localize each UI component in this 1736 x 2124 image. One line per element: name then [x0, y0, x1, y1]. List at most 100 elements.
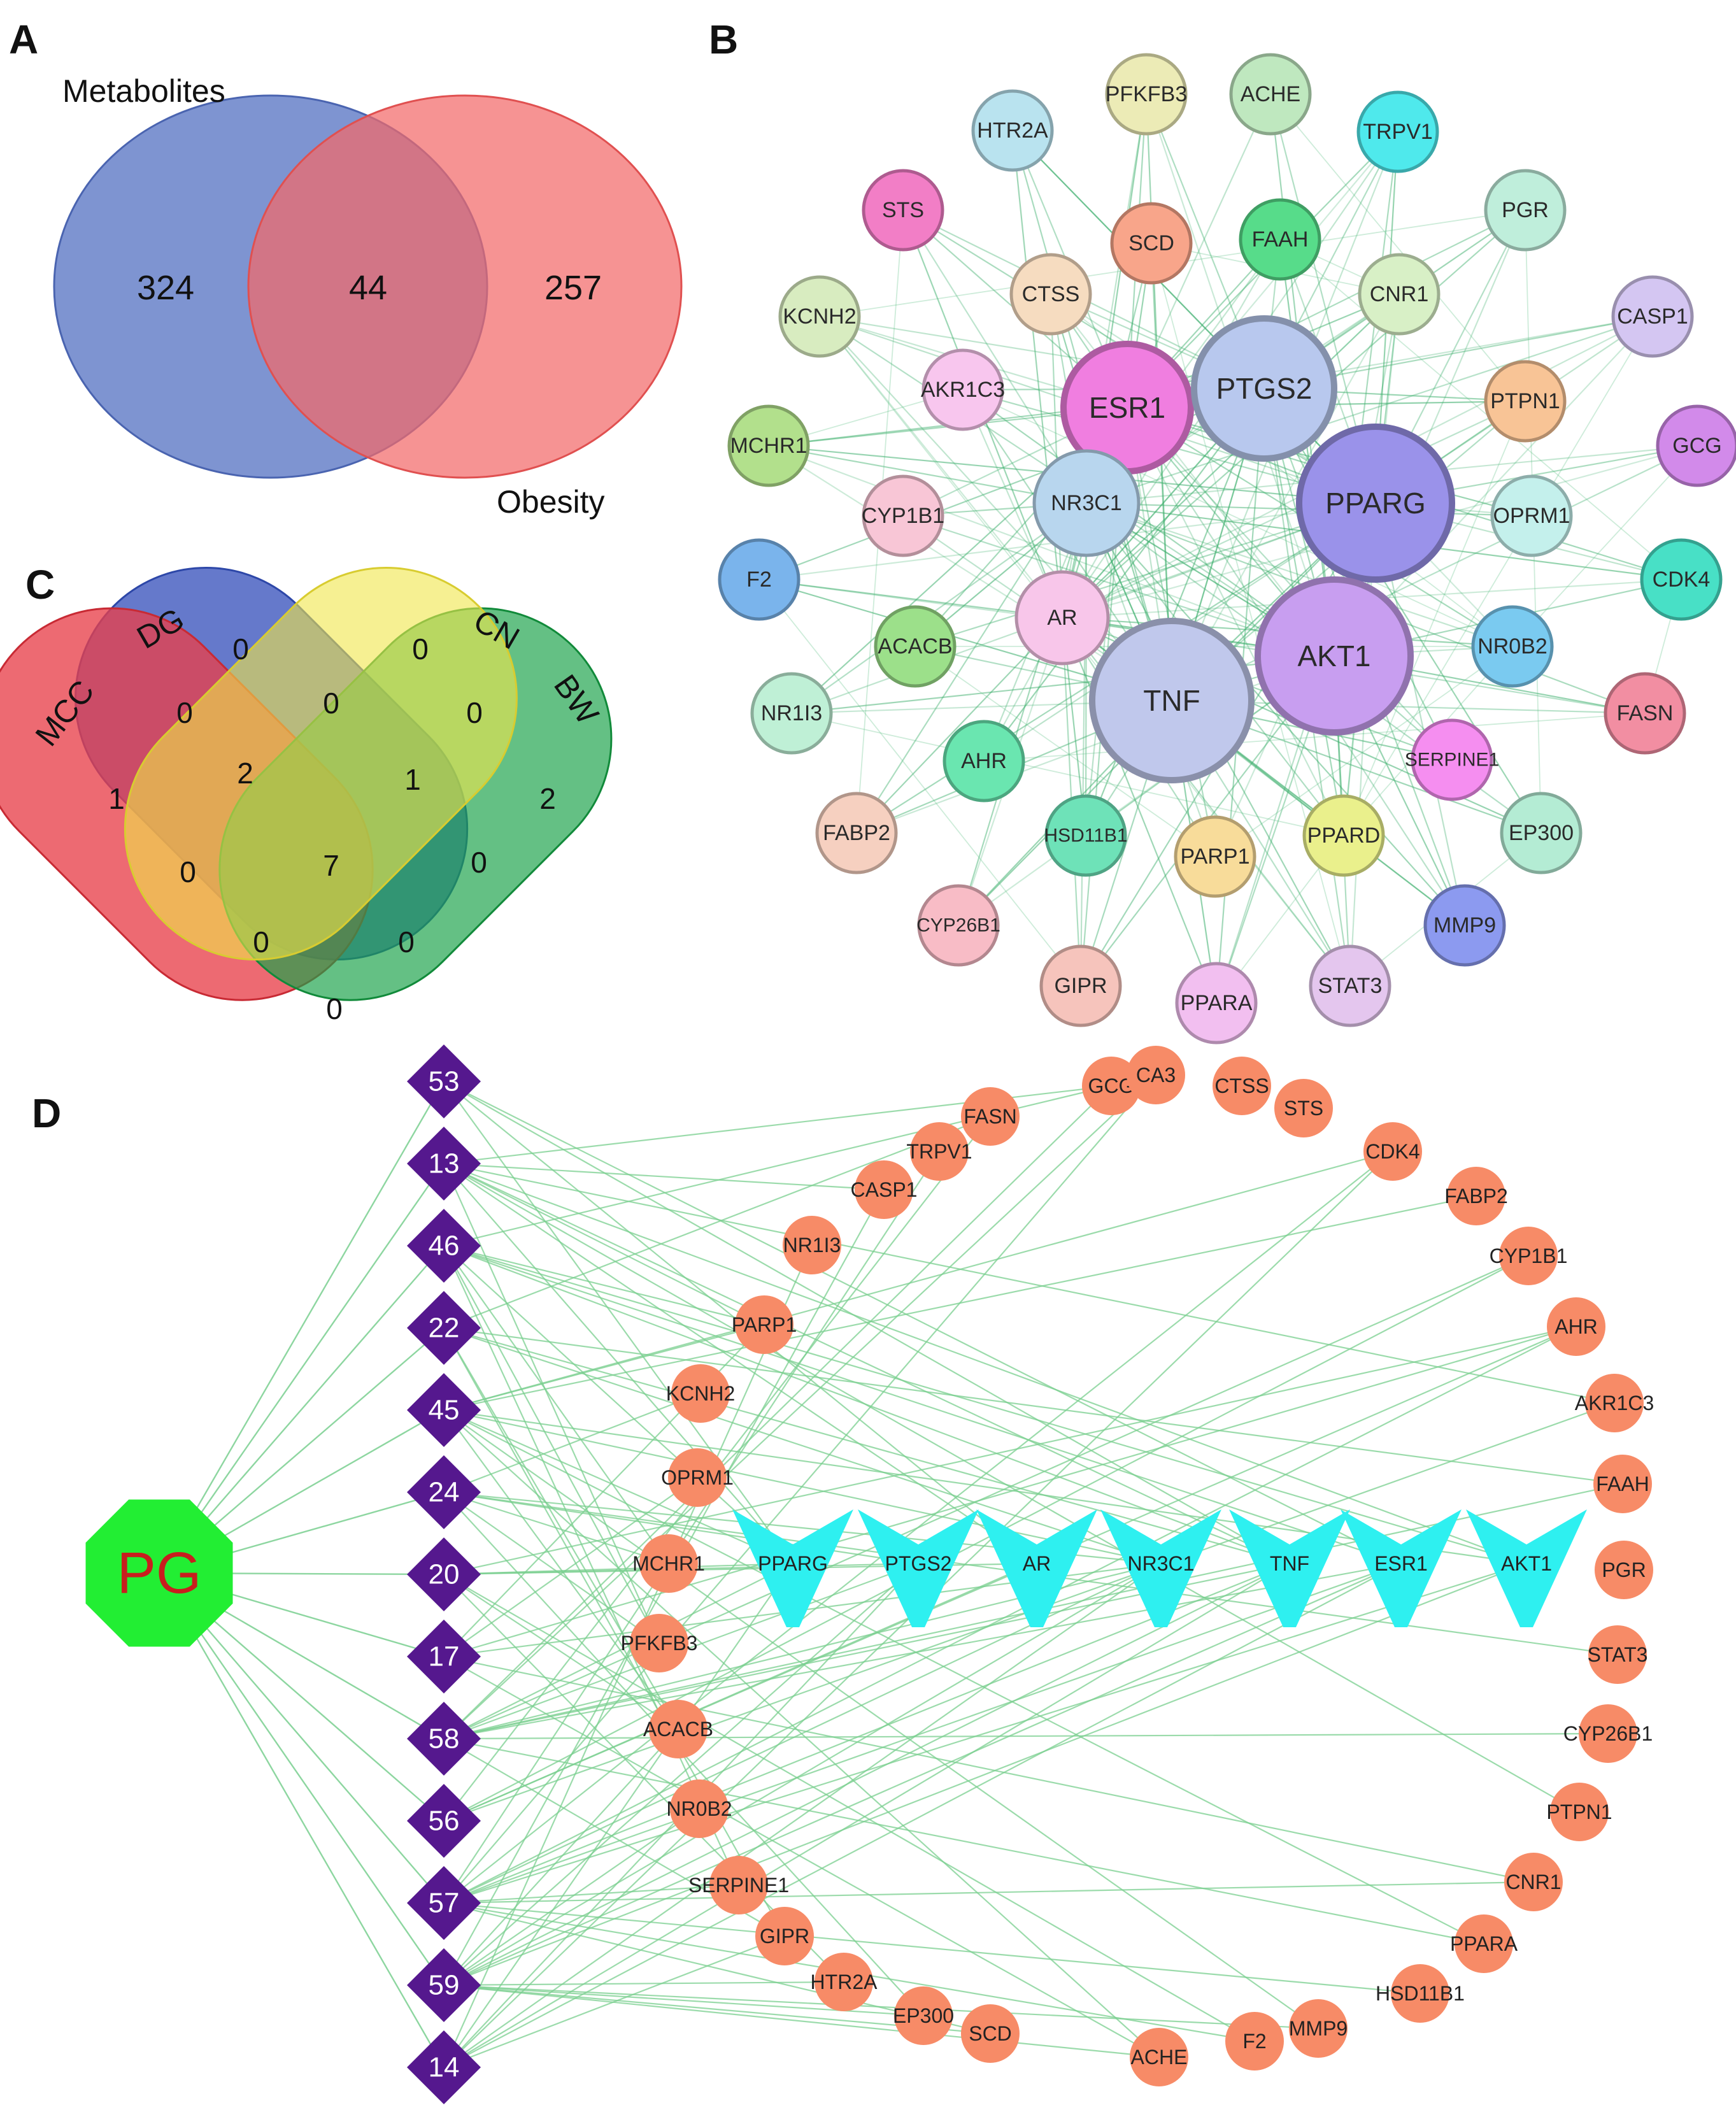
ppi-node[interactable]: ACHE: [1229, 53, 1312, 136]
compound-node[interactable]: 24: [407, 1455, 481, 1529]
target-node[interactable]: HSD11B1: [1376, 1964, 1465, 2023]
ppi-node[interactable]: STAT3: [1309, 944, 1391, 1027]
ppi-node[interactable]: CDK4: [1640, 538, 1723, 621]
target-node[interactable]: ACACB: [643, 1700, 713, 1758]
ppi-node[interactable]: PARP1: [1174, 815, 1256, 898]
ppi-node[interactable]: NR3C1: [1032, 449, 1141, 557]
ppi-node[interactable]: PTPN1: [1484, 360, 1567, 443]
ppi-node[interactable]: FAAH: [1239, 198, 1321, 281]
hub-target-node[interactable]: AR: [976, 1509, 1097, 1627]
ppi-node[interactable]: MCHR1: [727, 404, 810, 487]
ppi-node[interactable]: ACACB: [874, 605, 957, 688]
target-node[interactable]: CDK4: [1363, 1122, 1422, 1181]
target-node[interactable]: FAAH: [1593, 1455, 1652, 1513]
compound-node[interactable]: 17: [407, 1620, 481, 1693]
compound-node[interactable]: 59: [407, 1948, 481, 2022]
ppi-node[interactable]: SERPINE1: [1405, 718, 1499, 801]
ppi-node[interactable]: MMP9: [1423, 884, 1506, 967]
target-node[interactable]: CA3: [1127, 1046, 1185, 1104]
ppi-node[interactable]: KCNH2: [778, 275, 861, 358]
target-node[interactable]: STAT3: [1588, 1625, 1648, 1684]
target-node[interactable]: SERPINE1: [688, 1856, 789, 1914]
target-node[interactable]: TRPV1: [906, 1122, 972, 1181]
ppi-node[interactable]: GIPR: [1039, 944, 1122, 1027]
target-node[interactable]: NR0B2: [666, 1779, 732, 1838]
ppi-node[interactable]: GCG: [1656, 404, 1736, 487]
compound-node[interactable]: 45: [407, 1373, 481, 1447]
hub-target-node[interactable]: PTGS2: [858, 1509, 979, 1627]
target-node[interactable]: PFKFB3: [621, 1614, 698, 1672]
target-node[interactable]: CNR1: [1504, 1853, 1563, 1911]
target-node[interactable]: AKR1C3: [1575, 1374, 1654, 1432]
ppi-node[interactable]: EP300: [1500, 792, 1583, 874]
ppi-node[interactable]: TRPV1: [1356, 90, 1439, 173]
ppi-node[interactable]: AR: [1014, 570, 1110, 666]
ppi-node[interactable]: NR0B2: [1471, 605, 1554, 688]
ppi-node[interactable]: NR1I3: [750, 672, 833, 755]
ppi-node[interactable]: HTR2A: [971, 89, 1054, 172]
target-node[interactable]: MMP9: [1289, 1999, 1348, 2058]
ppi-node[interactable]: FASN: [1604, 672, 1686, 755]
compound-node[interactable]: 53: [407, 1044, 481, 1118]
compound-node[interactable]: 14: [407, 2030, 481, 2104]
target-node[interactable]: PARP1: [732, 1295, 797, 1354]
compound-node[interactable]: 46: [407, 1209, 481, 1283]
ppi-node[interactable]: PPARA: [1175, 962, 1258, 1044]
ppi-node[interactable]: TNF: [1089, 618, 1255, 783]
compound-node[interactable]: 22: [407, 1291, 481, 1365]
hub-target-node[interactable]: TNF: [1229, 1509, 1350, 1627]
target-node[interactable]: NR1I3: [783, 1216, 841, 1274]
target-node[interactable]: PTPN1: [1546, 1783, 1612, 1841]
compound-node[interactable]: 58: [407, 1702, 481, 1776]
ppi-node[interactable]: ESR1: [1060, 341, 1194, 474]
compound-node[interactable]: 57: [407, 1866, 481, 1940]
ppi-node[interactable]: AHR: [943, 720, 1025, 802]
target-node[interactable]: PGR: [1595, 1541, 1653, 1599]
target-node[interactable]: CASP1: [851, 1160, 918, 1219]
ppi-node[interactable]: PGR: [1484, 169, 1567, 252]
target-node[interactable]: MCHR1: [632, 1534, 705, 1593]
target-node[interactable]: HTR2A: [811, 1953, 878, 2011]
target-node[interactable]: CYP1B1: [1490, 1227, 1568, 1285]
hub-target-node[interactable]: AKT1: [1466, 1509, 1587, 1627]
target-node[interactable]: GIPR: [755, 1907, 814, 1965]
herb-node-pg[interactable]: PG: [85, 1499, 233, 1647]
compound-node[interactable]: 56: [407, 1784, 481, 1858]
target-node[interactable]: PPARA: [1450, 1914, 1518, 1973]
ppi-node[interactable]: FABP2: [815, 792, 898, 874]
ppi-node[interactable]: PTGS2: [1191, 315, 1337, 462]
hub-target-node[interactable]: ESR1: [1341, 1509, 1462, 1627]
ppi-node[interactable]: AKT1: [1255, 576, 1414, 736]
compound-node[interactable]: 20: [407, 1537, 481, 1611]
target-node[interactable]: SCD: [961, 2004, 1020, 2063]
ppi-node[interactable]: HSD11B1: [1044, 794, 1128, 877]
target-node[interactable]: OPRM1: [661, 1448, 734, 1507]
target-node[interactable]: ACHE: [1130, 2028, 1188, 2086]
ppi-node[interactable]: OPRM1: [1490, 474, 1573, 557]
ppi-node[interactable]: PPARD: [1302, 794, 1385, 877]
ppi-node[interactable]: STS: [862, 169, 944, 252]
ppi-node[interactable]: PPARG: [1296, 424, 1455, 583]
ppi-node[interactable]: CYP1B1: [862, 474, 944, 557]
ppi-node[interactable]: AKR1C3: [921, 348, 1005, 431]
target-label: OPRM1: [661, 1466, 734, 1489]
target-node[interactable]: CTSS: [1213, 1057, 1271, 1115]
target-node[interactable]: STS: [1274, 1079, 1333, 1137]
ppi-node[interactable]: PFKFB3: [1105, 53, 1188, 136]
ppi-node[interactable]: CTSS: [1009, 253, 1092, 336]
ppi-node[interactable]: CYP26B1: [916, 884, 1000, 967]
target-node[interactable]: KCNH2: [666, 1364, 735, 1423]
ppi-node[interactable]: CNR1: [1358, 253, 1441, 336]
ppi-node[interactable]: F2: [718, 538, 800, 621]
hub-target-node[interactable]: NR3C1: [1100, 1509, 1221, 1627]
target-node[interactable]: AHR: [1547, 1297, 1605, 1356]
target-node[interactable]: CYP26B1: [1563, 1704, 1653, 1763]
ppi-node[interactable]: CASP1: [1611, 275, 1694, 358]
target-node[interactable]: EP300: [893, 1986, 954, 2045]
target-node[interactable]: F2: [1225, 2012, 1284, 2071]
hub-target-node[interactable]: PPARG: [732, 1509, 853, 1627]
target-node[interactable]: FABP2: [1444, 1167, 1508, 1225]
ppi-node[interactable]: SCD: [1110, 202, 1193, 285]
target-node[interactable]: FASN: [961, 1087, 1020, 1146]
compound-node[interactable]: 13: [407, 1127, 481, 1201]
